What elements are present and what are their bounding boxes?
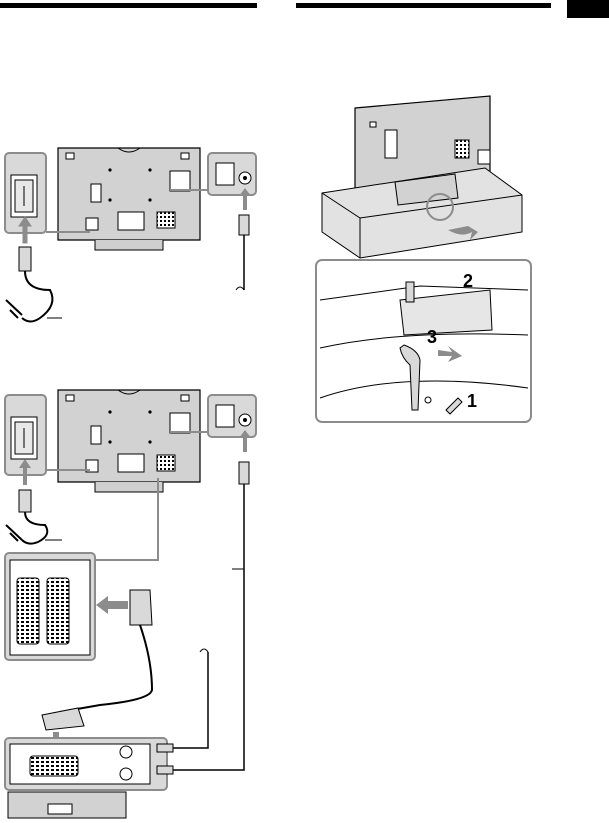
vcr-device bbox=[5, 738, 173, 818]
connection-diagram-antenna bbox=[5, 148, 256, 322]
step-1-label: 1 bbox=[467, 391, 477, 411]
step-3-label: 3 bbox=[427, 327, 437, 347]
tv-rear-diagram bbox=[58, 390, 200, 492]
tv-rear-diagram bbox=[58, 148, 200, 250]
antenna-socket-detail bbox=[208, 395, 256, 437]
step-2-label: 2 bbox=[463, 271, 473, 291]
antenna-socket-detail bbox=[208, 153, 256, 195]
antenna-cable bbox=[236, 215, 249, 290]
mains-plug bbox=[6, 490, 62, 544]
scart-socket-detail bbox=[5, 553, 95, 660]
tv-on-rack-diagram bbox=[322, 96, 522, 258]
securing-belt-detail: 2 3 1 bbox=[316, 260, 531, 422]
mains-plug bbox=[6, 247, 62, 322]
connection-diagram-vcr bbox=[5, 390, 256, 818]
